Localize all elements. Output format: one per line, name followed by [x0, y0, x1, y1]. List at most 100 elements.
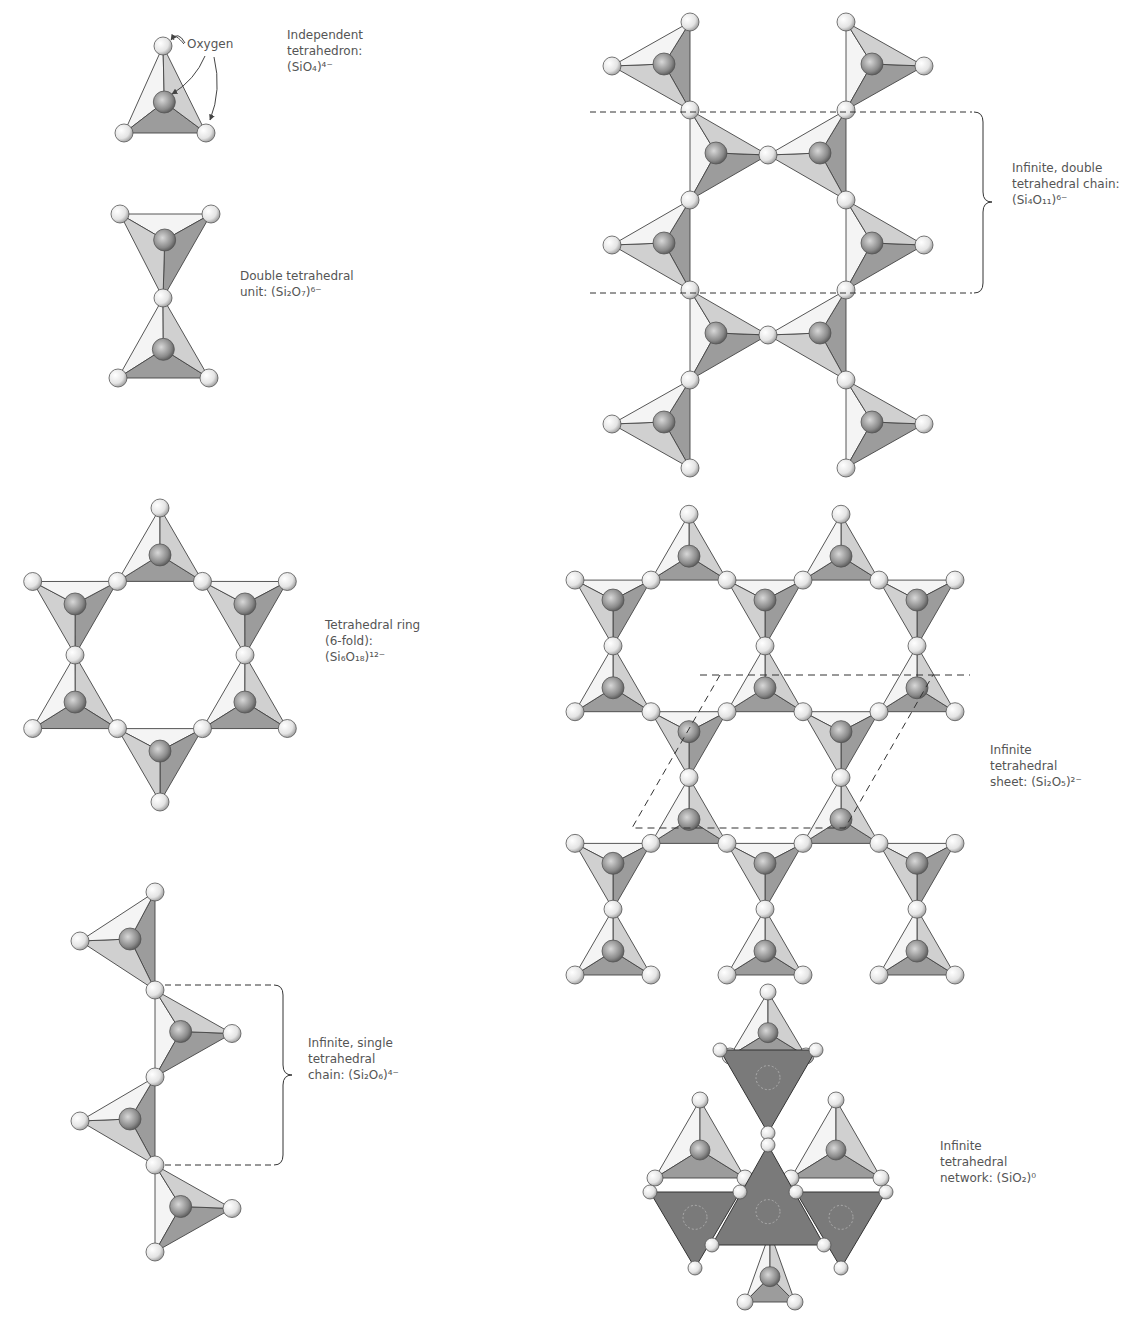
oxygen-atom	[566, 834, 584, 852]
oxygen-atom	[223, 1025, 241, 1043]
oxygen-atom	[170, 1196, 192, 1218]
tetrahedron-face	[846, 243, 924, 290]
oxygen-atom	[223, 1200, 241, 1218]
leader-arrow	[210, 57, 217, 120]
oxygen-atom	[278, 720, 296, 738]
oxygen-atom	[733, 1185, 747, 1199]
tetrahedron-face	[690, 333, 768, 380]
tetrahedron-base	[650, 1192, 740, 1268]
oxygen-atom	[119, 928, 141, 950]
oxygen-atom	[566, 703, 584, 721]
oxygen-atom	[151, 793, 169, 811]
structure-label: Infinite tetrahedral network: (SiO₂)⁰	[940, 1138, 1040, 1186]
tetrahedron-face	[163, 46, 206, 133]
hidden-silicon	[756, 1200, 780, 1224]
oxygen-atom	[761, 1138, 775, 1152]
oxygen-atom	[754, 940, 776, 962]
tetrahedron-face	[879, 843, 917, 909]
oxygen-atom	[680, 505, 698, 523]
tetrahedron-face	[612, 422, 690, 468]
oxygen-atom	[146, 1156, 164, 1174]
tetrahedron-face	[768, 153, 846, 200]
oxygen-atom	[642, 703, 660, 721]
oxygen-atom	[837, 13, 855, 31]
oxygen-atom	[642, 571, 660, 589]
oxygen-atom	[602, 940, 624, 962]
oxygen-atom	[830, 808, 852, 830]
oxygen-atom	[915, 236, 933, 254]
oxygen-atom	[879, 1185, 893, 1199]
tetrahedron-face	[836, 1100, 881, 1178]
oxygen-atom	[861, 53, 883, 75]
oxygen-atom	[149, 544, 171, 566]
tetrahedron-face	[33, 655, 75, 729]
oxygen-atom	[830, 545, 852, 567]
oxygen-atom	[705, 142, 727, 164]
oxygen-atom	[197, 124, 215, 142]
tetrahedron-face	[613, 580, 651, 646]
tetrahedron-face	[155, 1032, 232, 1078]
tetrahedron-face	[917, 843, 955, 909]
oxygen-atom	[718, 703, 736, 721]
tetrahedron-face	[765, 843, 803, 909]
oxygen-atom	[837, 371, 855, 389]
oxygen-atom	[678, 545, 700, 567]
tetrahedron-base	[720, 1050, 816, 1133]
oxygen-atom	[758, 1023, 778, 1043]
tetrahedron-face	[163, 214, 211, 298]
structure-label: Double tetrahedral unit: (Si₂O₇)⁶⁻	[240, 268, 380, 300]
oxygen-atom	[653, 232, 675, 254]
oxygen-atom	[146, 883, 164, 901]
oxygen-atom	[154, 289, 172, 307]
oxygen-atom	[870, 966, 888, 984]
leader-arrow	[172, 56, 205, 94]
oxygen-atom	[681, 281, 699, 299]
oxygen-atom	[826, 1140, 846, 1160]
oxygen-atom	[718, 966, 736, 984]
oxygen-atom	[690, 1140, 710, 1160]
tetrahedron-face	[879, 580, 917, 646]
oxygen-atom	[109, 572, 127, 590]
oxygen-atom	[647, 1170, 663, 1186]
oxygen-atom	[915, 415, 933, 433]
oxygen-atom	[71, 1112, 89, 1130]
tetrahedron-face	[612, 243, 690, 290]
oxygen-atom	[756, 900, 774, 918]
tetrahedron-face	[80, 892, 155, 941]
oxygen-atom	[832, 769, 850, 787]
oxygen-atom	[705, 1238, 719, 1252]
oxygen-atom	[861, 411, 883, 433]
oxygen-atom	[152, 338, 174, 360]
oxygen-atom	[194, 720, 212, 738]
oxygen-atom	[756, 637, 774, 655]
tetrahedron-face	[846, 422, 924, 468]
tetrahedron-face	[803, 712, 841, 778]
tetrahedron-face	[690, 110, 768, 155]
tetrahedron-face	[917, 580, 955, 646]
oxygen-atom	[830, 721, 852, 743]
oxygen-atom	[119, 1108, 141, 1130]
oxygen-atom	[678, 808, 700, 830]
tetrahedron-face	[651, 712, 689, 778]
oxygen-atom	[680, 769, 698, 787]
tetrahedron-face	[118, 729, 161, 802]
oxygen-atom	[24, 720, 42, 738]
oxygen-atom	[809, 142, 831, 164]
tetrahedron-face	[575, 843, 613, 909]
oxygen-atom	[236, 646, 254, 664]
oxygen-atom	[692, 1092, 708, 1108]
oxygen-atom	[946, 571, 964, 589]
structure-label: Infinite, single tetrahedral chain: (Si₂…	[308, 1035, 414, 1083]
oxygen-atom	[146, 1243, 164, 1261]
oxygen-atom	[789, 1185, 803, 1199]
oxygen-atom	[681, 13, 699, 31]
oxygen-atom	[200, 369, 218, 387]
tetrahedron-face	[846, 22, 924, 66]
oxygen-atom	[681, 101, 699, 119]
oxygen-atom	[870, 703, 888, 721]
tetrahedron-face	[155, 990, 232, 1034]
tetrahedron-face	[612, 64, 690, 110]
oxygen-atom	[149, 740, 171, 762]
oxygen-atom	[688, 1261, 702, 1275]
